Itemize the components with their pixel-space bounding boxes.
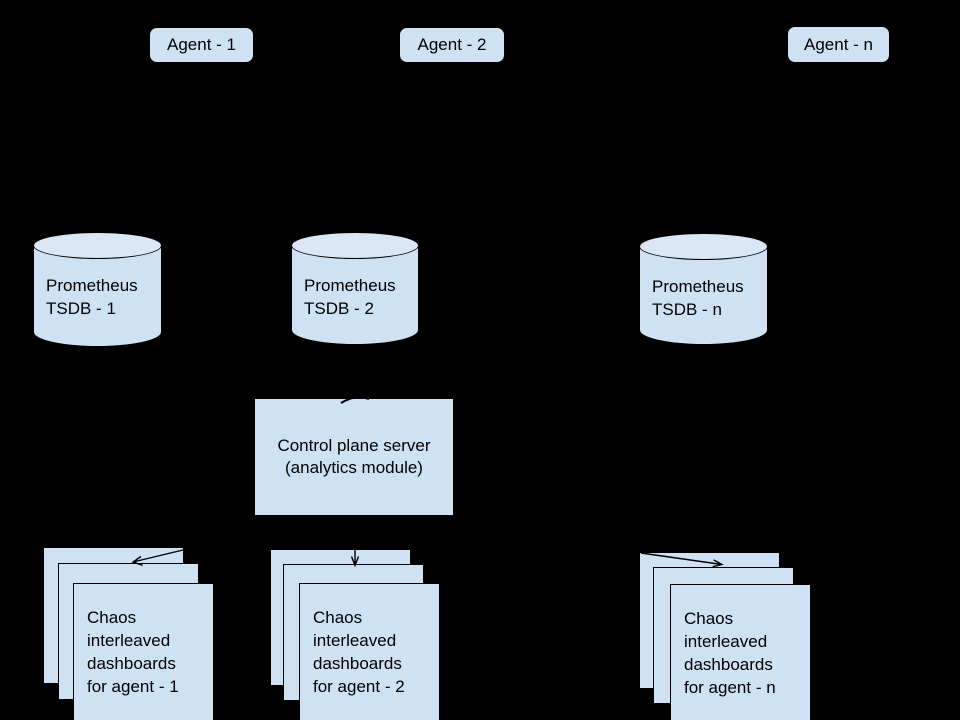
tsdb-label-1-line2: TSDB - 1 (46, 299, 116, 318)
prometheus-tsdb-cylinder-2: Prometheus TSDB - 2 (291, 232, 419, 345)
cylinder-top-ellipse (291, 232, 419, 259)
dashboard-label-1-line4: for agent - 1 (87, 677, 179, 696)
tsdb-label-n-line1: Prometheus (652, 277, 744, 296)
dashboard-label-n: Chaos interleaved dashboards for agent -… (671, 585, 810, 699)
cylinder-top-ellipse (33, 232, 162, 259)
dashboard-label-n-line4: for agent - n (684, 678, 776, 697)
tsdb-label-2-line1: Prometheus (304, 276, 396, 295)
agent-label-1: Agent - 1 (167, 35, 236, 54)
dashboard-stack-n: Chaos interleaved dashboards for agent -… (639, 552, 814, 720)
tsdb-label-1-line1: Prometheus (46, 276, 138, 295)
dashboard-label-2-line4: for agent - 2 (313, 677, 405, 696)
tsdb-label-n: Prometheus TSDB - n (639, 275, 768, 321)
dashboard-label-1-line3: dashboards (87, 654, 176, 673)
agent-box-1: Agent - 1 (149, 27, 254, 63)
dashboard-label-n-line2: interleaved (684, 632, 768, 651)
tsdb-label-2-line2: TSDB - 2 (304, 299, 374, 318)
dashboard-label-n-line3: dashboards (684, 655, 773, 674)
cylinder-body (291, 245, 419, 345)
tsdb-label-1: Prometheus TSDB - 1 (33, 274, 162, 320)
dashboard-label-1: Chaos interleaved dashboards for agent -… (74, 584, 213, 698)
dashboard-label-1-line2: interleaved (87, 631, 171, 650)
tsdb-label-n-line2: TSDB - n (652, 300, 722, 319)
agent-label-2: Agent - 2 (417, 35, 487, 54)
agent-box-n: Agent - n (787, 26, 890, 63)
prometheus-tsdb-cylinder-n: Prometheus TSDB - n (639, 233, 768, 345)
cylinder-top-ellipse (639, 233, 768, 260)
prometheus-tsdb-cylinder-1: Prometheus TSDB - 1 (33, 232, 162, 347)
dashboard-card-front: Chaos interleaved dashboards for agent -… (299, 583, 440, 720)
dashboard-label-2-line2: interleaved (313, 631, 397, 650)
agent-box-2: Agent - 2 (399, 27, 505, 63)
agent-label-n: Agent - n (804, 34, 873, 54)
control-plane-server-box: Control plane server (analytics module) (254, 398, 454, 516)
control-plane-label-line2: (analytics module) (285, 458, 423, 477)
dashboard-card-front: Chaos interleaved dashboards for agent -… (670, 584, 811, 720)
cylinder-body (33, 245, 162, 347)
dashboard-label-n-line1: Chaos (684, 609, 734, 628)
dashboard-label-2-line1: Chaos (313, 608, 363, 627)
dashboard-label-2: Chaos interleaved dashboards for agent -… (300, 584, 439, 698)
tsdb-label-2: Prometheus TSDB - 2 (291, 274, 419, 320)
cylinder-body (639, 246, 768, 345)
dashboard-stack-2: Chaos interleaved dashboards for agent -… (270, 549, 445, 720)
dashboard-card-front: Chaos interleaved dashboards for agent -… (73, 583, 214, 720)
dashboard-label-2-line3: dashboards (313, 654, 402, 673)
dashboard-stack-1: Chaos interleaved dashboards for agent -… (43, 547, 218, 720)
dashboard-label-1-line1: Chaos (87, 608, 137, 627)
control-plane-label-line1: Control plane server (277, 436, 431, 455)
